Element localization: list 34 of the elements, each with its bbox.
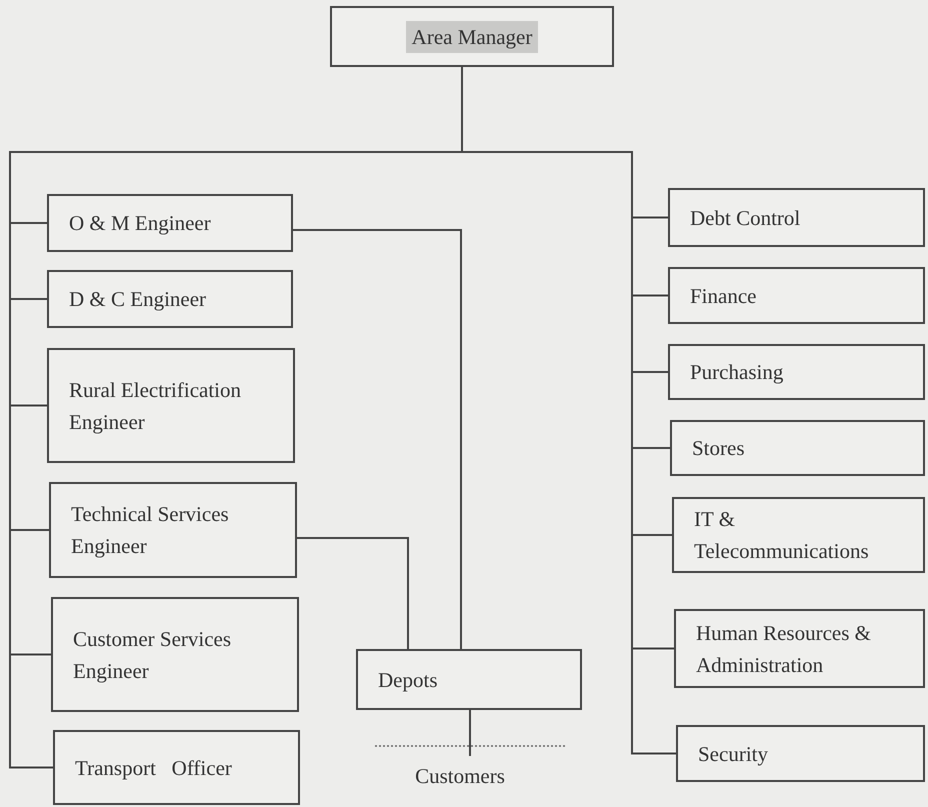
connector-line xyxy=(469,710,471,756)
node-label: O & M Engineer xyxy=(69,210,211,237)
node-label: IT & Telecommunications xyxy=(694,506,870,565)
role-box xyxy=(47,348,295,463)
manager-box xyxy=(330,6,614,67)
node-label: Depots xyxy=(378,666,438,694)
role-box xyxy=(674,609,925,688)
node-label: Transport Officer xyxy=(75,754,232,782)
node-label: Stores xyxy=(692,435,744,462)
role-box xyxy=(53,730,300,805)
node-label: Security xyxy=(698,740,768,768)
role-box xyxy=(51,597,299,712)
role-box xyxy=(668,344,925,400)
role-box xyxy=(670,420,925,476)
node-label: Debt Control xyxy=(690,204,800,232)
node-label: Customers xyxy=(415,763,505,790)
node-label: D & C Engineer xyxy=(69,286,206,313)
role-box xyxy=(356,649,582,710)
role-box xyxy=(668,267,925,324)
node-label: Rural Electrification Engineer xyxy=(69,376,242,436)
node-label: Purchasing xyxy=(690,359,784,386)
node-label: Technical Services Engineer xyxy=(71,501,230,560)
title-label: Area Manager xyxy=(406,20,538,52)
node-label: Finance xyxy=(690,282,756,310)
node-label: Human Resources & Administration xyxy=(696,620,872,678)
role-box xyxy=(672,497,925,573)
role-box xyxy=(676,725,925,782)
role-box xyxy=(47,270,293,328)
node-label: Customer Services Engineer xyxy=(73,626,232,684)
connector-line xyxy=(297,537,409,649)
role-box xyxy=(47,194,293,252)
connector-line xyxy=(293,229,462,649)
role-box xyxy=(668,188,925,247)
role-box xyxy=(49,482,297,578)
